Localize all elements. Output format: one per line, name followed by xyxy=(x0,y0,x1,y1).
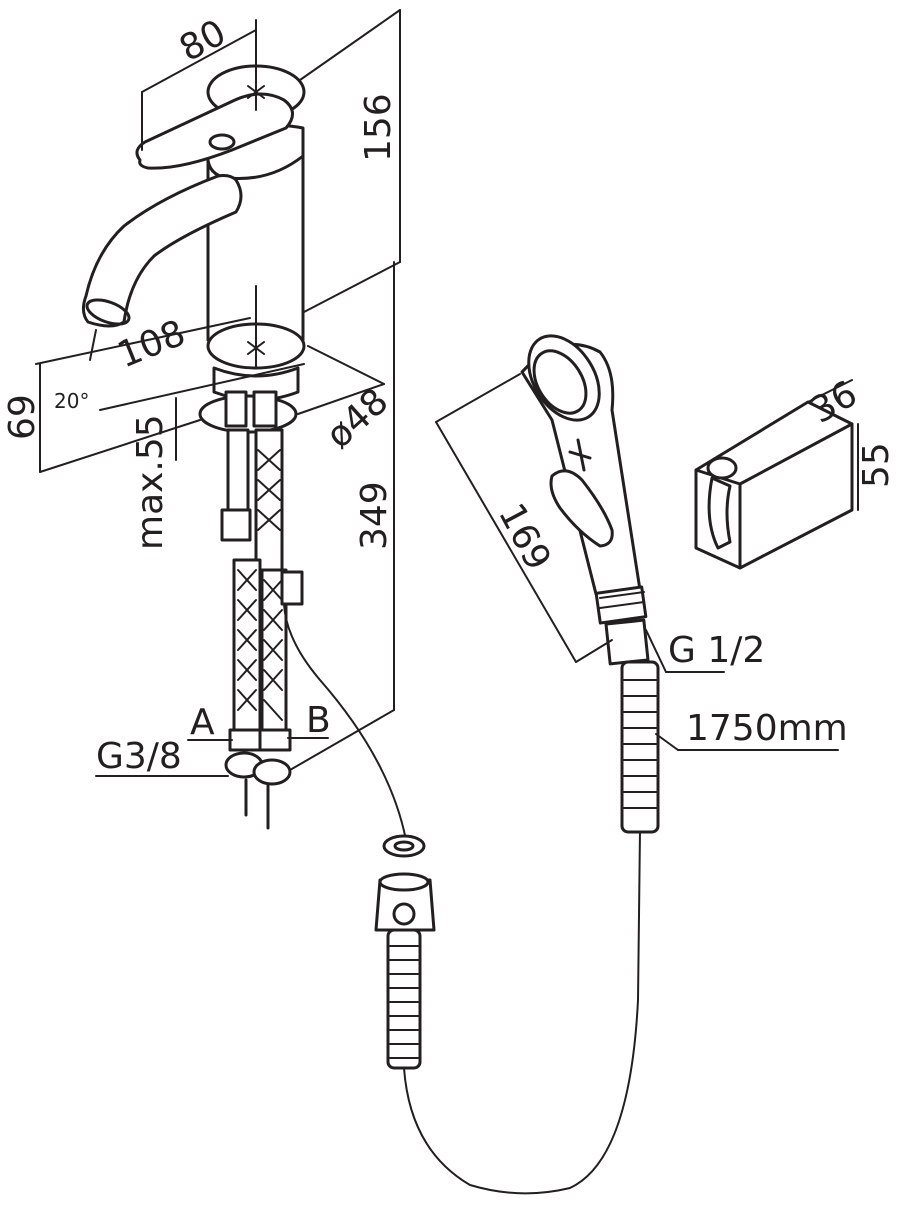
diverter-hose xyxy=(283,603,407,841)
label-hose-length: 1750mm xyxy=(686,708,848,749)
dim-spout-angle: 20° xyxy=(54,389,89,413)
dim-upper-height: 156 xyxy=(358,93,399,162)
dim-lower-height: 349 xyxy=(354,481,395,550)
dim-base-diameter: ø48 xyxy=(319,381,397,457)
center-marks xyxy=(247,19,265,369)
spout xyxy=(81,174,243,361)
shower-hose xyxy=(403,829,641,1195)
supply-hoses xyxy=(220,428,304,830)
dim-handle-length: 80 xyxy=(173,12,233,70)
mounting-base xyxy=(198,322,306,434)
dimension-lines xyxy=(35,9,859,777)
label-inlet-a: A xyxy=(190,702,215,743)
dim-handshower-length: 169 xyxy=(490,497,558,577)
label-handshower-thread: G 1/2 xyxy=(668,630,765,671)
dim-max-thickness: max.55 xyxy=(130,414,171,550)
hand-shower xyxy=(520,334,660,834)
hose-connector xyxy=(374,834,436,1070)
dim-spout-height: 69 xyxy=(2,394,43,440)
lever-handle xyxy=(135,92,294,170)
label-inlet-b: B xyxy=(306,700,331,741)
label-inlet-thread: G3/8 xyxy=(96,736,182,777)
dim-holder-height: 55 xyxy=(856,442,897,488)
